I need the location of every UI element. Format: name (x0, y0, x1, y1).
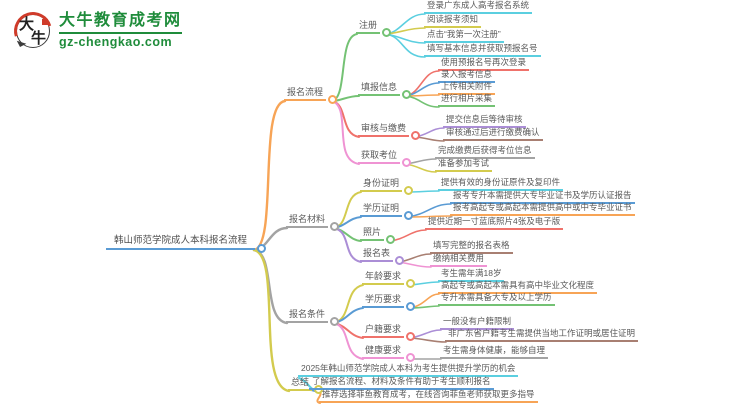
red-stamp-icon (42, 18, 48, 25)
mindmap-leaf[interactable]: 推荐选择菲鱼教育成考，在线咨询菲鱼老师获取更多指导 (319, 389, 538, 403)
collapse-handle[interactable] (404, 211, 414, 220)
mindmap-leaf[interactable]: 了解报名流程、材料及条件有助于考生顺利报名 (309, 376, 494, 390)
node-age-req[interactable]: 年龄要求 (362, 271, 416, 288)
node-get-seat[interactable]: 获取考位 (358, 150, 412, 167)
collapse-handle[interactable] (406, 332, 416, 341)
collapse-handle[interactable] (386, 235, 396, 244)
mindmap-leaf[interactable]: 一般没有户籍限制 (440, 316, 515, 330)
node-id-proof[interactable]: 身份证明 (360, 178, 414, 195)
mindmap-leaf[interactable]: 提供有效的身份证原件及复印件 (438, 177, 564, 191)
node-photo[interactable]: 照片 (360, 227, 396, 244)
node-edu-req[interactable]: 学历要求 (362, 294, 416, 311)
mindmap-leaf[interactable]: 填写基本信息并获取预报名号 (424, 43, 541, 57)
mindmap-leaf[interactable]: 提交信息后等待审核 (443, 114, 526, 128)
site-name: 大牛教育成考网 (59, 12, 182, 34)
mindmap-leaf[interactable]: 进行相片采集 (438, 93, 496, 107)
node-health-req[interactable]: 健康要求 (362, 345, 416, 362)
mindmap-leaf[interactable]: 上传相关附件 (438, 81, 496, 95)
mindmap-leaf[interactable]: 报考高起专或高起本需提供高中或中专毕业证书 (450, 202, 635, 216)
mindmap-leaf[interactable]: 填写完整的报名表格 (430, 240, 513, 254)
mindmap-leaf[interactable]: 使用预报名号再次登录 (438, 57, 530, 71)
collapse-handle[interactable] (411, 131, 421, 140)
collapse-handle[interactable] (257, 244, 267, 253)
node-review-payment[interactable]: 审核与缴费 (358, 123, 421, 140)
mindmap-leaf[interactable]: 审核通过后进行缴费确认 (443, 127, 543, 141)
daniu-seal-icon: 大 牛 (16, 13, 50, 48)
site-logo[interactable]: 大 牛 大牛教育成考网 gz-chengkao.com (16, 12, 182, 49)
node-residence-req[interactable]: 户籍要求 (362, 324, 416, 341)
collapse-handle[interactable] (328, 95, 338, 104)
branch-conditions[interactable]: 报名条件 (286, 309, 340, 326)
collapse-handle[interactable] (330, 222, 340, 231)
mindmap-leaf[interactable]: 专升本需具备大专及以上学历 (438, 292, 555, 306)
mindmap-leaf[interactable]: 考生需身体健康，能够自理 (440, 345, 549, 359)
mindmap-leaf[interactable]: 报考专升本需提供大专毕业证书及学历认证报告 (450, 190, 635, 204)
seal-char: 大 (19, 15, 35, 33)
collapse-handle[interactable] (404, 186, 414, 195)
mindmap-leaf[interactable]: 提供近期一寸蓝底照片4张及电子版 (425, 216, 564, 230)
mindmap-leaf[interactable]: 高起专或高起本需具有高中毕业文化程度 (438, 280, 598, 294)
collapse-handle[interactable] (402, 90, 412, 99)
node-register[interactable]: 注册 (356, 20, 392, 37)
mindmap-leaf[interactable]: 准备参加考试 (435, 158, 493, 172)
collapse-handle[interactable] (330, 317, 340, 326)
node-root[interactable]: 韩山师范学院成人本科报名流程 (106, 236, 267, 253)
collapse-handle[interactable] (406, 353, 416, 362)
mindmap-leaf[interactable]: 非广东省户籍考生需提供当地工作证明或居住证明 (445, 328, 639, 342)
collapse-handle[interactable] (406, 302, 416, 311)
seal-char: 牛 (30, 29, 46, 47)
mindmap-leaf[interactable]: 登录广东成人高考报名系统 (424, 0, 533, 14)
node-form[interactable]: 报名表 (360, 248, 405, 265)
mindmap-leaf[interactable]: 完成缴费后获得考位信息 (435, 145, 535, 159)
collapse-handle[interactable] (402, 158, 412, 167)
site-url: gz-chengkao.com (59, 35, 173, 49)
collapse-handle[interactable] (406, 279, 416, 288)
mindmap-leaf[interactable]: 阅读报考须知 (424, 14, 482, 28)
collapse-handle[interactable] (382, 28, 392, 37)
node-edu-proof[interactable]: 学历证明 (360, 203, 414, 220)
branch-materials[interactable]: 报名材料 (286, 214, 340, 231)
mindmap-leaf[interactable]: 点击“我第一次注册” (424, 29, 504, 43)
mindmap-leaf[interactable]: 2025年韩山师范学院成人本科为考生提供提升学历的机会 (298, 363, 519, 377)
mindmap-leaf[interactable]: 考生需年满18岁 (438, 268, 505, 282)
mindmap-leaf[interactable]: 缴纳相关费用 (430, 253, 488, 267)
mindmap-leaf[interactable]: 录入报考信息 (438, 69, 496, 83)
branch-process[interactable]: 报名流程 (284, 87, 338, 104)
node-fill-info[interactable]: 填报信息 (358, 82, 412, 99)
collapse-handle[interactable] (395, 256, 405, 265)
